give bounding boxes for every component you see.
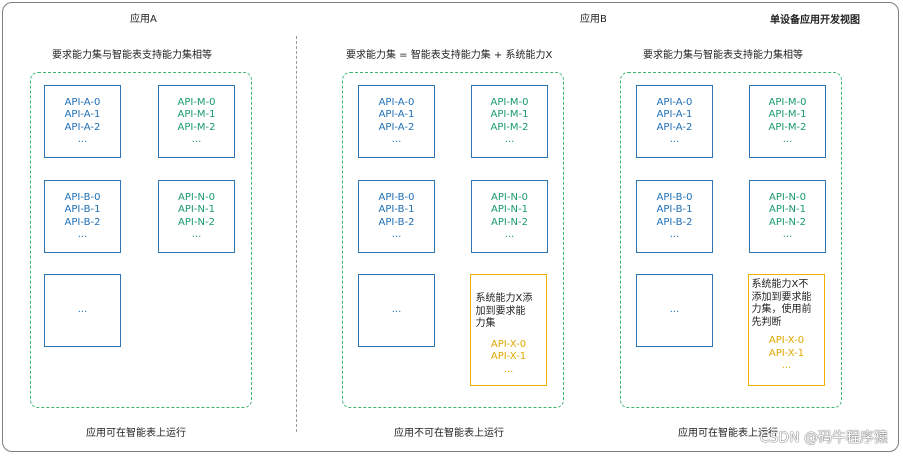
api-item: API-M-0	[490, 96, 529, 108]
api-item: ...	[191, 229, 202, 240]
api-item: API-N-2	[769, 216, 806, 228]
api-item: API-N-0	[491, 191, 528, 203]
api-item: API-A-1	[656, 109, 693, 120]
api-item: API-B-0	[64, 191, 101, 203]
api-item: API-A-2	[64, 121, 101, 133]
api-item: ...	[669, 229, 680, 240]
api-item: API-M-0	[768, 96, 807, 108]
note-line: 添加到要求能	[751, 291, 812, 303]
api-item: ...	[669, 304, 680, 316]
watermark: CSDN @码牛程序猿	[759, 430, 888, 446]
api-item: API-M-2	[177, 121, 216, 133]
col0-api-n-box: API-N-0 API-N-1 API-N-2 ...	[158, 180, 235, 253]
col2-api-x-box: 系统能力X不 添加到要求能 力集，使用前 先判断 API-X-0 API-X-1…	[748, 274, 825, 386]
api-item: ...	[191, 134, 202, 145]
col2-api-b-box: API-B-0 API-B-1 API-B-2 ...	[636, 180, 713, 253]
api-item: API-X-0	[768, 335, 805, 346]
api-item: API-M-1	[768, 109, 807, 120]
app-a-label: 应用A	[130, 14, 157, 25]
col2-api-m-box: API-M-0 API-M-1 API-M-2 ...	[749, 85, 826, 158]
api-item: API-X-1	[768, 347, 805, 359]
api-item: API-B-1	[656, 204, 693, 215]
note-line: 加到要求能	[475, 305, 526, 317]
col0-api-b-box: API-B-0 API-B-1 API-B-2 ...	[44, 180, 121, 253]
api-item: API-N-2	[178, 216, 215, 228]
col2-footer: 应用可在智能表上运行	[678, 428, 778, 439]
app-b-label: 应用B	[580, 14, 607, 25]
api-item: API-A-0	[64, 96, 101, 108]
api-item: API-B-2	[656, 216, 693, 228]
api-item: API-N-1	[491, 204, 528, 215]
col2-api-n-box: API-N-0 API-N-1 API-N-2 ...	[749, 180, 826, 253]
col2-api-empty-box: ...	[636, 274, 713, 347]
api-item: ...	[391, 304, 402, 316]
col1-api-a-box: API-A-0 API-A-1 API-A-2 ...	[358, 85, 435, 158]
app-divider	[296, 36, 297, 432]
api-item: ...	[391, 134, 402, 145]
api-item: API-A-0	[378, 96, 415, 108]
api-item: API-A-1	[378, 109, 415, 120]
col1-heading: 要求能力集 = 智能表支持能力集 + 系统能力X	[346, 50, 553, 61]
col1-api-empty-box: ...	[358, 274, 435, 347]
api-item: API-B-0	[378, 191, 415, 203]
api-item: API-B-2	[378, 216, 415, 228]
note-line: 系统能力X不	[751, 279, 809, 290]
col2-x-note: 系统能力X不 添加到要求能 力集，使用前 先判断	[752, 279, 822, 329]
api-item: ...	[781, 360, 792, 371]
api-item: ...	[504, 134, 515, 145]
api-item: ...	[504, 229, 515, 240]
api-item: API-B-1	[64, 204, 101, 215]
api-item: API-B-1	[378, 204, 415, 215]
api-item: API-X-0	[490, 338, 527, 350]
api-item: API-B-2	[64, 216, 101, 228]
note-line: 系统能力X添	[475, 293, 533, 304]
api-item: ...	[782, 229, 793, 240]
api-item: API-A-2	[656, 121, 693, 133]
col0-api-m-box: API-M-0 API-M-1 API-M-2 ...	[158, 85, 235, 158]
col1-api-b-box: API-B-0 API-B-1 API-B-2 ...	[358, 180, 435, 253]
col1-capability-set	[342, 72, 564, 408]
api-item: API-A-0	[656, 96, 693, 108]
col0-footer: 应用可在智能表上运行	[86, 428, 186, 439]
col0-capability-set	[30, 72, 252, 408]
note-line: 先判断	[751, 316, 782, 328]
api-item: API-N-1	[178, 204, 215, 215]
api-item: API-M-0	[177, 96, 216, 108]
api-item: ...	[77, 134, 88, 145]
api-item: ...	[503, 363, 514, 375]
note-line: 力集	[475, 318, 496, 329]
col1-footer: 应用不可在智能表上运行	[394, 428, 504, 439]
api-item: ...	[391, 229, 402, 240]
api-item: API-A-1	[64, 109, 101, 120]
api-item: API-M-2	[768, 121, 807, 133]
col1-x-note: 系统能力X添 加到要求能 力集	[476, 293, 542, 331]
col2-api-a-box: API-A-0 API-A-1 API-A-2 ...	[636, 85, 713, 158]
note-line: 力集，使用前	[751, 304, 812, 315]
api-item: API-M-2	[490, 121, 529, 133]
api-item: API-N-0	[769, 191, 806, 203]
api-item: API-B-0	[656, 191, 693, 203]
api-item: API-M-1	[177, 109, 216, 120]
col2-capability-set	[620, 72, 842, 408]
api-item: ...	[669, 134, 680, 145]
col2-heading: 要求能力集与智能表支持能力集相等	[643, 50, 803, 61]
view-title: 单设备应用开发视图	[770, 15, 860, 26]
col0-heading: 要求能力集与智能表支持能力集相等	[52, 50, 212, 61]
api-item: API-N-0	[178, 191, 215, 203]
col1-api-x-box: 系统能力X添 加到要求能 力集 API-X-0 API-X-1 ...	[470, 274, 547, 386]
col0-api-a-box: API-A-0 API-A-1 API-A-2 ...	[44, 85, 121, 158]
api-item: API-N-2	[491, 216, 528, 228]
api-item: API-N-1	[769, 204, 806, 215]
col1-api-n-box: API-N-0 API-N-1 API-N-2 ...	[471, 180, 548, 253]
api-item: ...	[782, 134, 793, 145]
api-item: API-X-1	[490, 351, 527, 362]
api-item: ...	[77, 304, 88, 316]
api-item: API-A-2	[378, 121, 415, 133]
api-item: API-M-1	[490, 109, 529, 120]
col0-api-empty-box: ...	[44, 274, 121, 347]
col1-api-m-box: API-M-0 API-M-1 API-M-2 ...	[471, 85, 548, 158]
api-item: ...	[77, 229, 88, 240]
